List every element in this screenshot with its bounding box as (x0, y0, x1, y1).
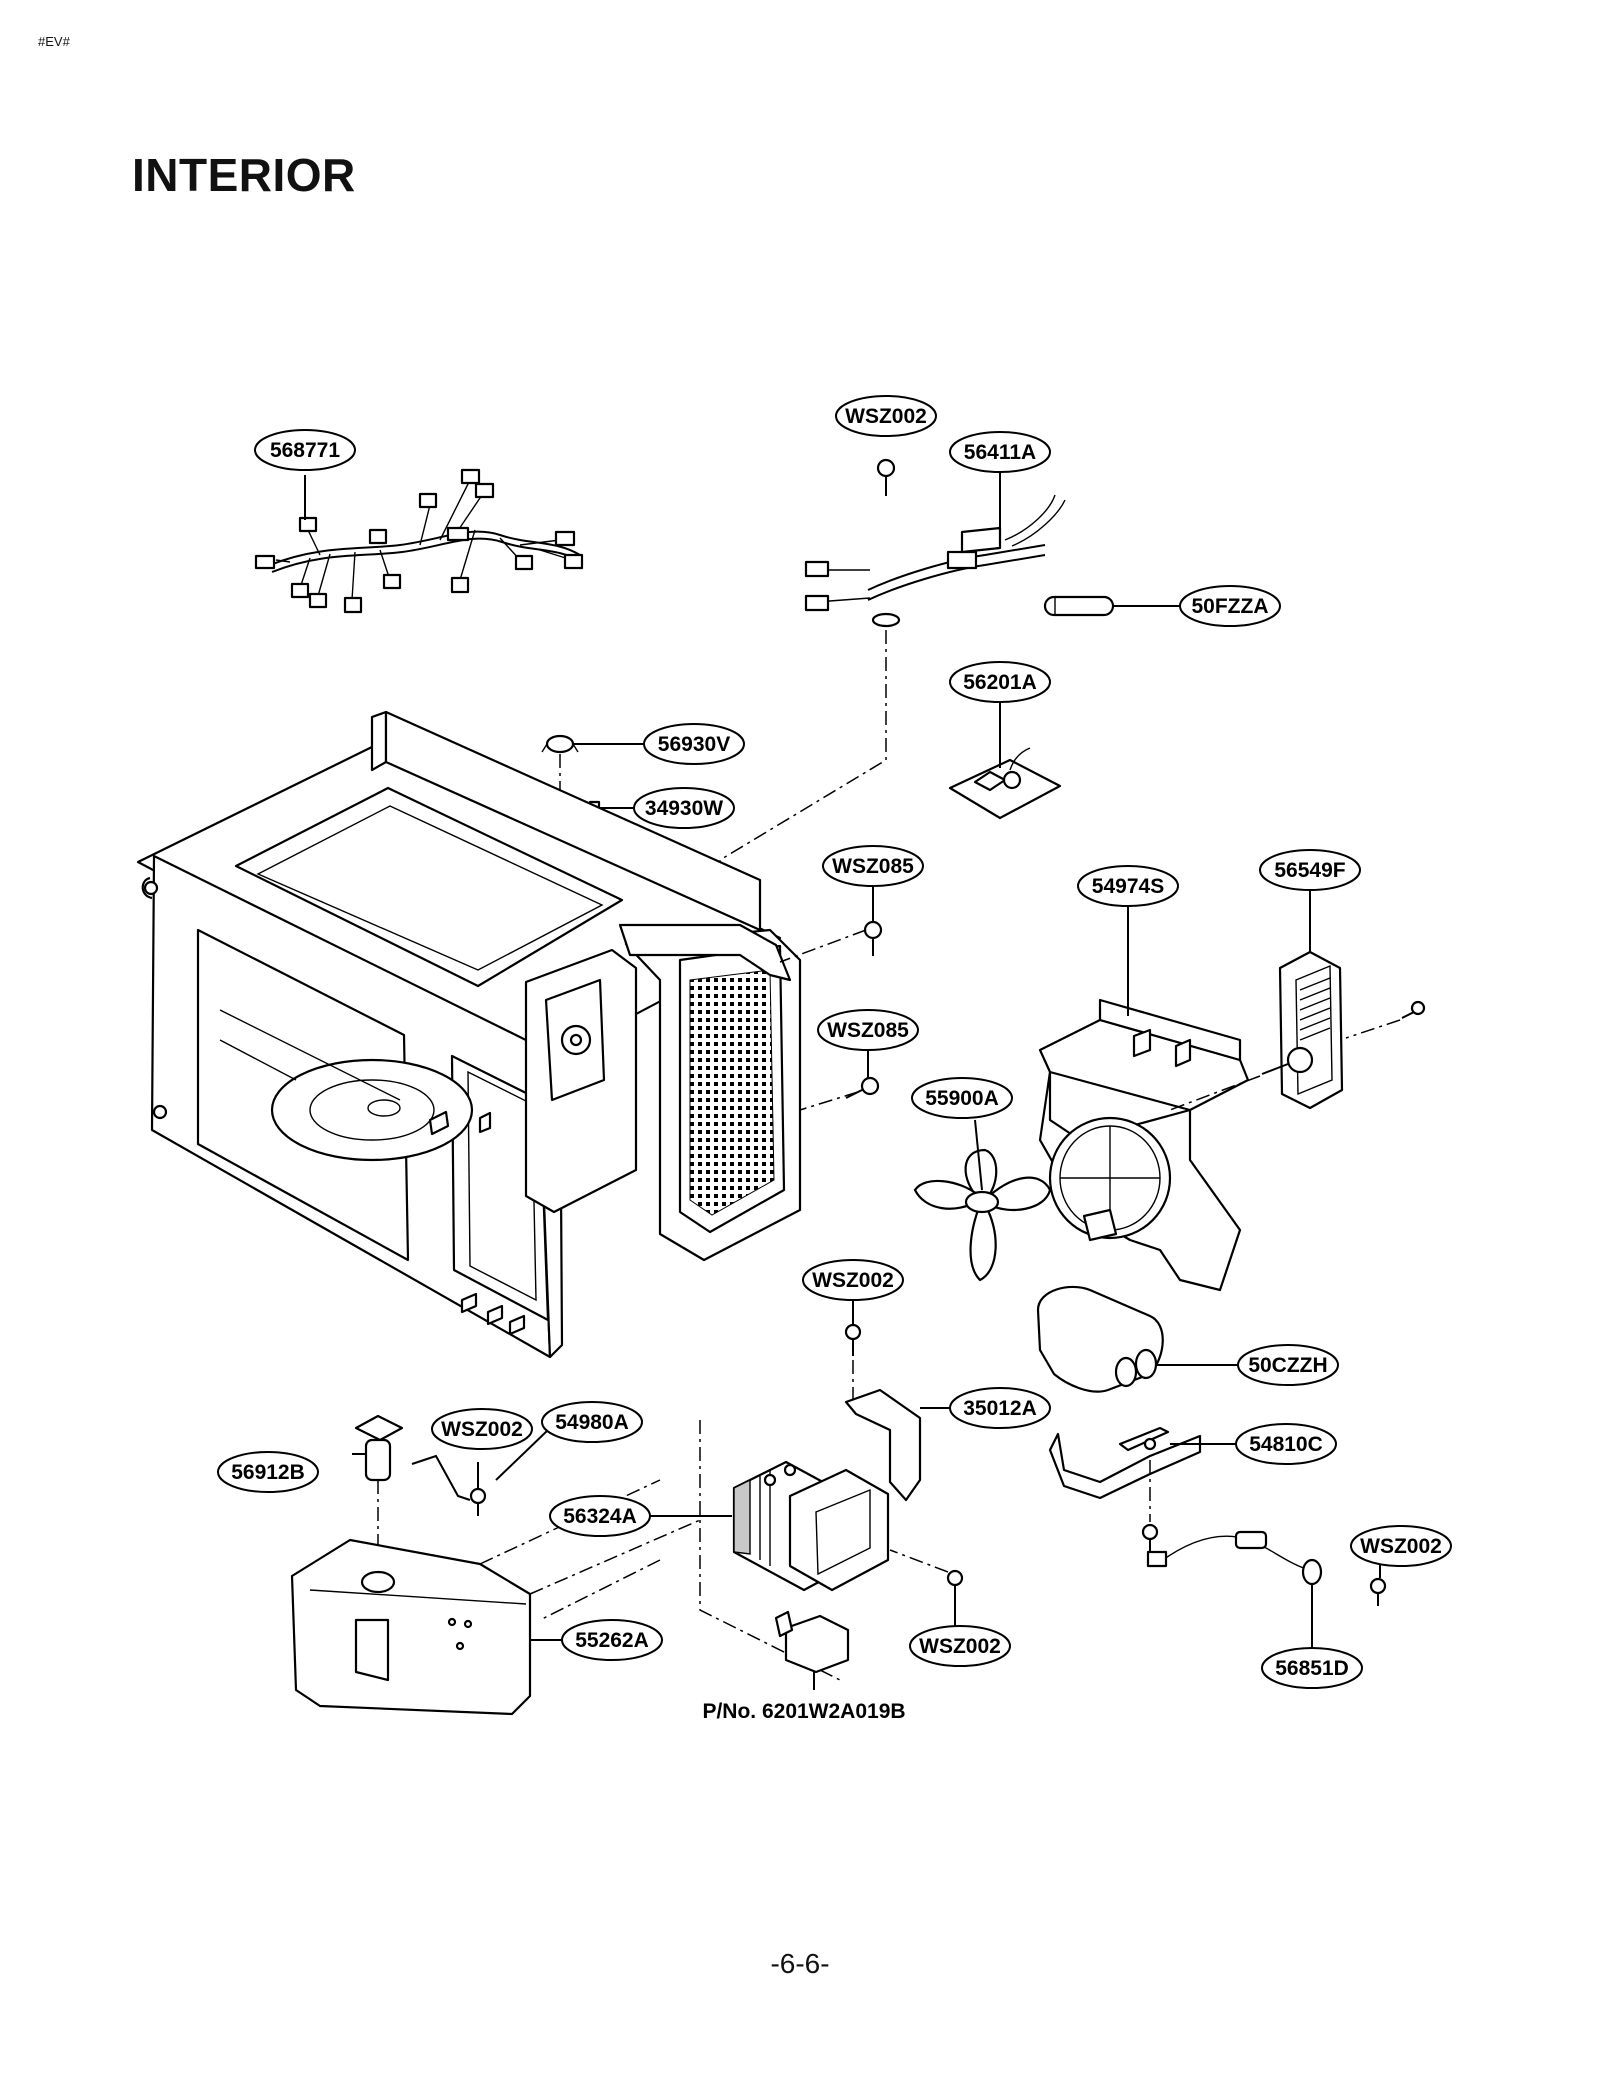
callout-label: 56912B (231, 1461, 305, 1484)
fuse-drawing (1043, 595, 1183, 617)
callout-label: WSZ002 (845, 405, 927, 428)
callout-label: WSZ002 (919, 1635, 1001, 1658)
part-number-note: P/No. 6201W2A019B (702, 1700, 905, 1723)
transformer-bracket-drawing (844, 1300, 968, 1502)
callout-label: WSZ002 (1360, 1535, 1442, 1558)
callout-50czzh: 50CZZH (1237, 1344, 1339, 1386)
callout-56201a: 56201A (949, 661, 1051, 703)
callout-label: WSZ085 (827, 1019, 909, 1042)
screw-wsz002-right-drawing (889, 1549, 964, 1628)
callout-label: 568771 (270, 439, 340, 462)
callout-label: 56201A (963, 671, 1037, 694)
callout-label: 55262A (575, 1629, 649, 1652)
callout-55900a: 55900A (911, 1077, 1013, 1119)
thermal-fuse-drawing (1146, 1530, 1387, 1650)
callout-label: 50CZZH (1248, 1354, 1327, 1377)
callout-label: 56324A (563, 1505, 637, 1528)
wire-harness-drawing (254, 468, 584, 614)
fan-duct-drawing (1038, 906, 1250, 1292)
callout-label: WSZ002 (441, 1418, 523, 1441)
screw-wsz085-b-drawing (799, 1048, 880, 1111)
callout-wsz002-right: WSZ002 (1350, 1525, 1452, 1567)
callout-568771: 568771 (254, 429, 356, 471)
base-cover-drawing (290, 1479, 701, 1716)
damper-latch-drawing (352, 1414, 549, 1560)
callout-wsz002-mid: WSZ002 (802, 1259, 904, 1301)
callout-label: 56851D (1275, 1657, 1349, 1680)
callout-wsz002-top: WSZ002 (835, 395, 937, 437)
fan-blade-drawing (913, 1119, 1052, 1282)
page-number: -6-6- (770, 1948, 830, 1979)
callout-wsz085-b: WSZ085 (817, 1009, 919, 1051)
noise-filter-drawing (948, 702, 1062, 820)
callout-label: 54980A (555, 1411, 629, 1434)
screw-wsz085-a-drawing (779, 886, 883, 963)
callout-label: WSZ085 (832, 855, 914, 878)
callout-55262a: 55262A (561, 1619, 663, 1661)
callout-56851d: 56851D (1261, 1647, 1363, 1689)
wire-lead-drawing (719, 458, 1066, 960)
callout-label: 56411A (964, 441, 1036, 464)
callout-50fzza: 50FZZA (1179, 585, 1281, 627)
callout-wsz085-a: WSZ085 (822, 845, 924, 887)
page-title: INTERIOR (132, 149, 356, 201)
callout-54974s: 54974S (1077, 865, 1179, 907)
callout-label: 54974S (1092, 875, 1164, 898)
callout-label: 34930W (645, 797, 723, 820)
callout-label: 56930V (658, 733, 730, 756)
fan-motor-drawing (1169, 890, 1426, 1111)
callout-56930v: 56930V (643, 723, 745, 765)
callout-54810c: 54810C (1235, 1423, 1337, 1465)
callout-wsz002-left: WSZ002 (431, 1408, 533, 1450)
callout-label: 55900A (925, 1087, 999, 1110)
callout-label: 50FZZA (1191, 595, 1268, 618)
callout-56324a: 56324A (549, 1495, 651, 1537)
callout-56912b: 56912B (217, 1451, 319, 1493)
connector-drawing (774, 1610, 850, 1690)
magnetron-drawing (539, 1420, 890, 1681)
callout-56549f: 56549F (1259, 849, 1361, 891)
hv-capacitor-drawing (1036, 1285, 1238, 1393)
callout-label: 56549F (1274, 859, 1345, 882)
side-panel-drawing (524, 923, 802, 1262)
callout-56411a: 56411A (949, 431, 1051, 473)
callout-label: 54810C (1249, 1433, 1323, 1456)
callout-34930w: 34930W (633, 787, 735, 829)
callout-label: 35012A (963, 1397, 1037, 1420)
callout-54980a: 54980A (541, 1401, 643, 1443)
callout-label: WSZ002 (812, 1269, 894, 1292)
callout-35012a: 35012A (949, 1387, 1051, 1429)
header-code: #EV# (38, 34, 70, 49)
callout-wsz002-bottom: WSZ002 (909, 1625, 1011, 1667)
capacitor-bracket-drawing (1048, 1426, 1238, 1556)
